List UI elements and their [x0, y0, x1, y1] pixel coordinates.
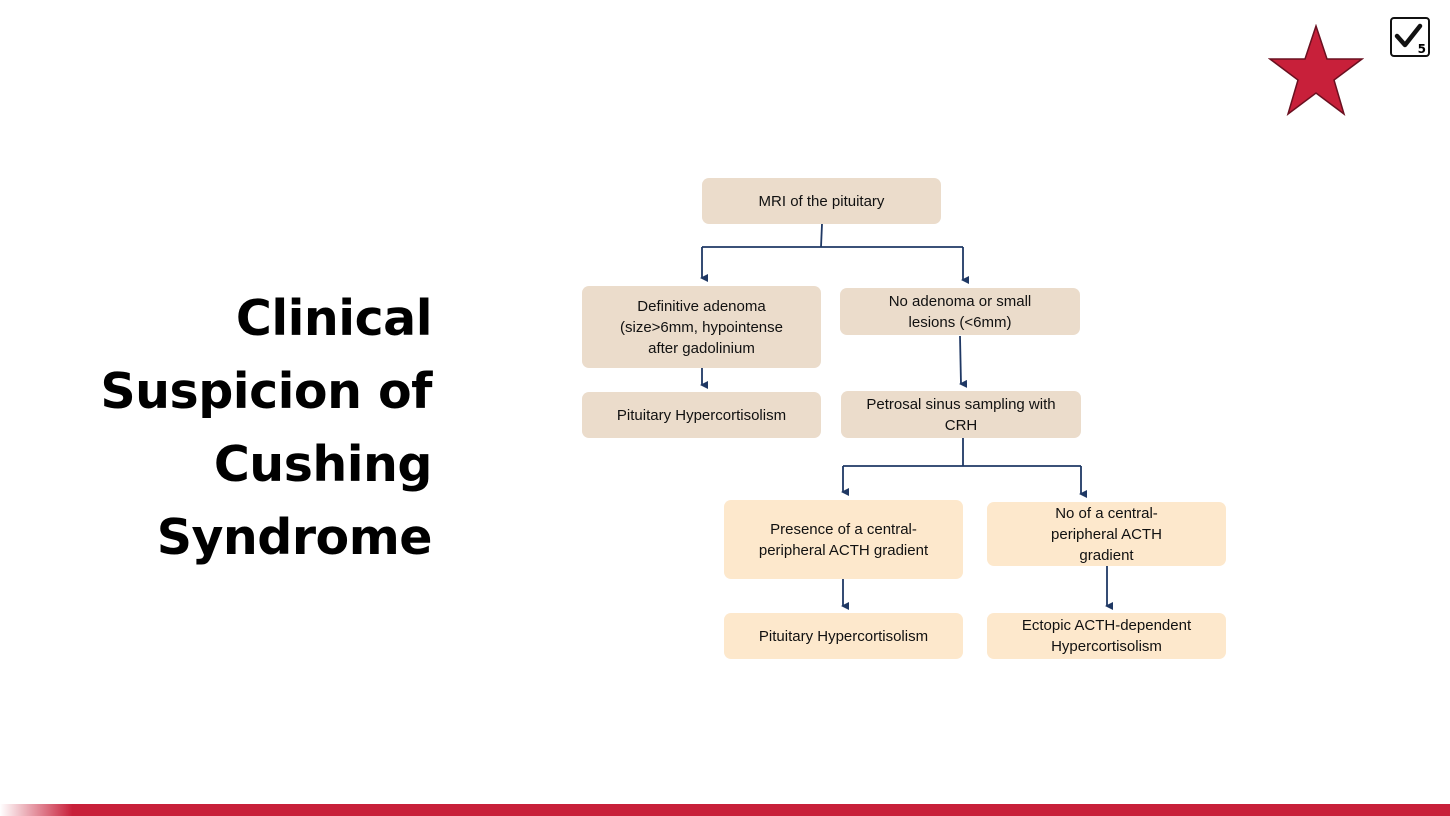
connector-mri-split	[820, 223, 823, 248]
star-icon	[1268, 24, 1364, 116]
node-ectopic-acth: Ectopic ACTH-dependent Hypercortisolism	[987, 613, 1226, 659]
node-no-gradient: No of a central-peripheral ACTH gradient	[987, 502, 1226, 566]
bottom-accent-bar	[0, 804, 1450, 816]
node-petrosal-sampling: Petrosal sinus sampling with CRH	[841, 391, 1081, 438]
node-pituitary-hypercortisolism-left: Pituitary Hypercortisolism	[582, 392, 821, 438]
title-line-2: Suspicion of	[100, 363, 432, 420]
node-definitive-adenoma: Definitive adenoma (size>6mm, hypointens…	[582, 286, 821, 368]
node-no-adenoma: No adenoma or small lesions (<6mm)	[840, 288, 1080, 335]
slide-title: Clinical Suspicion of Cushing Syndrome	[60, 282, 432, 574]
title-line-3: Cushing	[213, 436, 433, 493]
node-presence-gradient: Presence of a central-peripheral ACTH gr…	[724, 500, 963, 579]
arrow-to-petrosal	[959, 335, 968, 388]
badge-number: 5	[1417, 42, 1426, 56]
title-line-4: Syndrome	[156, 509, 433, 566]
node-mri-pituitary: MRI of the pituitary	[702, 178, 941, 224]
title-line-1: Clinical	[235, 290, 433, 347]
checkbox-check-icon: 5	[1390, 17, 1430, 57]
node-pituitary-hypercortisolism-bottom: Pituitary Hypercortisolism	[724, 613, 963, 659]
